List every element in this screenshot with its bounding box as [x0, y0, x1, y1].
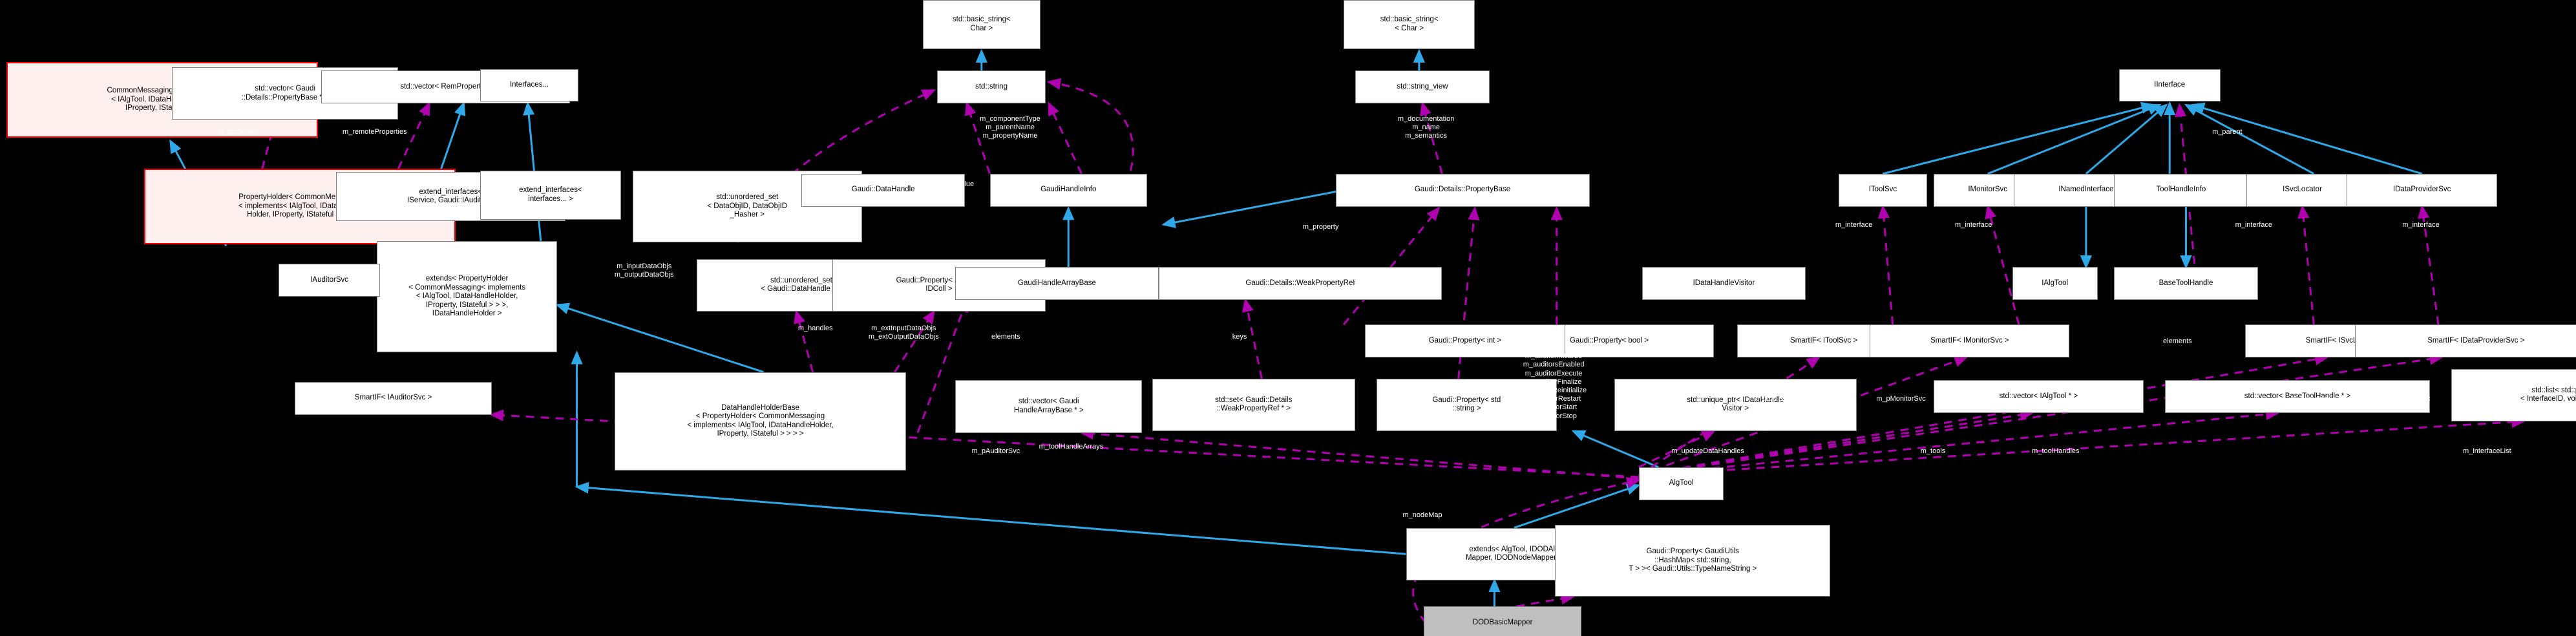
class-node-algtool[interactable]: AlgTool	[1638, 467, 1724, 500]
class-node-iinterface[interactable]: IInterface	[2118, 69, 2221, 102]
class-node-extends_interfaces_dots[interactable]: extend_interfaces< interfaces... >	[480, 170, 621, 220]
class-node-gaudihandleinfo[interactable]: GaudiHandleInfo	[989, 173, 1147, 207]
class-node-gaudi_details_weakpropertyref[interactable]: Gaudi::Details::WeakPropertyRef	[1158, 267, 1442, 301]
class-node-isvclocator[interactable]: ISvcLocator	[2246, 173, 2358, 207]
class-node-std_string[interactable]: std::string	[937, 70, 1046, 103]
class-node-smartif_idataprovidersvc[interactable]: SmartIF< IDataProviderSvc >	[2354, 324, 2576, 357]
class-node-vec_ialgtool[interactable]: std::vector< IAlgTool * >	[1934, 380, 2144, 414]
class-node-unique_ptr_visitor[interactable]: std::unique_ptr< IDataHandle Visitor >	[1614, 378, 1857, 431]
class-node-std_string_view[interactable]: std::string_view	[1355, 70, 1490, 103]
class-node-gaudi_datahandle[interactable]: Gaudi::DataHandle	[801, 173, 966, 207]
class-node-dodbasicmapper[interactable]: DODBasicMapper	[1424, 606, 1581, 636]
class-node-ialgtool[interactable]: IAlgTool	[2012, 267, 2098, 301]
class-node-gaudi_property_hashmap[interactable]: Gaudi::Property< GaudiUtils ::HashMap< s…	[1555, 524, 1831, 597]
class-node-gaudi_property_stdstring[interactable]: Gaudi::Property< std ::string >	[1376, 378, 1557, 431]
class-node-vec_basetoolhandle[interactable]: std::vector< BaseToolHandle * >	[2164, 380, 2431, 414]
class-node-set_weakpropertyref[interactable]: std::set< Gaudi::Details ::WeakPropertyR…	[1152, 378, 1355, 431]
class-node-toolhandleinfo[interactable]: ToolHandleInfo	[2113, 173, 2248, 207]
class-node-unordered_set_dataobjid[interactable]: std::unordered_set < DataObjID, DataObjI…	[632, 170, 862, 243]
class-node-idatahandlevisitor[interactable]: IDataHandleVisitor	[1642, 267, 1806, 301]
class-node-iauditorsvc[interactable]: IAuditorSvc	[279, 264, 381, 297]
class-node-std_basic_string_char_1[interactable]: std::basic_string< Char >	[922, 0, 1041, 50]
class-node-datahandleholderbase[interactable]: DataHandleHolderBase < PropertyHolder< C…	[614, 372, 907, 471]
class-node-basetoolhandle[interactable]: BaseToolHandle	[2113, 267, 2259, 301]
class-node-std_basic_string_char_2[interactable]: std::basic_string< < Char >	[1344, 0, 1475, 50]
class-node-itoolsvc[interactable]: IToolSvc	[1838, 173, 1927, 207]
class-node-smartif_imonitorsvc[interactable]: SmartIF< IMonitorSvc >	[1870, 324, 2070, 357]
class-node-gaudi_details_propertybase[interactable]: Gaudi::Details::PropertyBase	[1335, 173, 1590, 207]
class-node-extends_propertyholder[interactable]: extends< PropertyHolder < CommonMessagin…	[377, 240, 558, 353]
class-node-smartif_iauditorsvc[interactable]: SmartIF< IAuditorSvc >	[295, 381, 492, 415]
class-node-gaudi_property_int[interactable]: Gaudi::Property< int >	[1365, 324, 1565, 357]
class-node-gaudihandlearraybase[interactable]: GaudiHandleArrayBase	[955, 267, 1159, 301]
class-node-idataprovidersvc[interactable]: IDataProviderSvc	[2347, 173, 2498, 207]
class-node-list_pair_interfaceid[interactable]: std::list< std::pair < InterfaceID, void…	[2451, 368, 2576, 421]
class-node-vec_gaudihandlearraybase[interactable]: std::vector< Gaudi HandleArrayBase * >	[955, 380, 1143, 433]
class-node-interfaces_dots[interactable]: Interfaces...	[480, 69, 579, 102]
